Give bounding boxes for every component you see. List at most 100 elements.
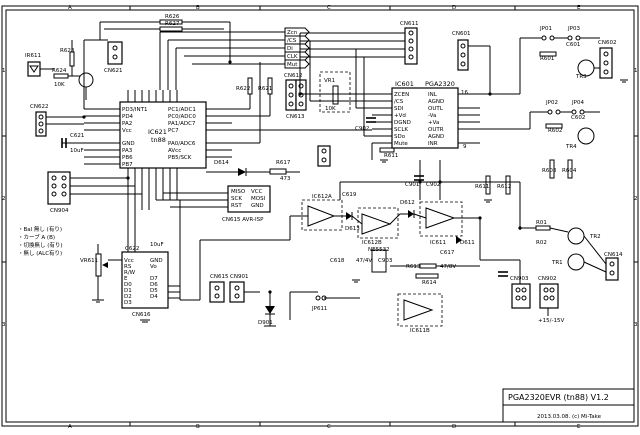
c615-label: C619	[342, 192, 357, 198]
power-section: CN902 CN903 +15/-15V	[498, 271, 564, 324]
jumper-notes: ・Bal 無し (有り) ・カーブ A (B) ・切換無し (有り) ・無し (…	[18, 225, 63, 257]
ic621-pin-r2: PA1/ADC7	[168, 121, 196, 127]
lcd-pin-l7: D3	[124, 300, 132, 306]
d611-label: D611	[460, 240, 475, 246]
c619-label: C902	[355, 126, 369, 132]
c601-label: C601	[566, 42, 580, 48]
ic612b-label: IC612B	[362, 240, 382, 246]
cn602-ref: CN602	[598, 40, 616, 46]
ic612a-label: IC612A	[312, 194, 332, 200]
output-stage: R01 R02 TR2 TR1 CN614	[520, 220, 623, 281]
isp-pin-miso: MISO	[231, 189, 246, 195]
ic601-pin-l7: Mute	[394, 141, 408, 147]
d613-label: D613	[345, 226, 360, 232]
lcd-pin-l6: D2	[124, 294, 132, 300]
lcd-pin-l0: Vcc	[124, 258, 134, 264]
jumper-note-3: ・無し (ALC有り)	[18, 249, 62, 257]
ic601-pin-r6: AGND	[428, 134, 444, 140]
jp02-label: JP02	[545, 100, 558, 106]
inner-frame	[5, 9, 635, 423]
vr1-label: VR1	[324, 78, 335, 84]
ic601-part: PGA2320	[425, 80, 455, 88]
tr2-label: TR2	[589, 234, 601, 240]
tr4-label: TR4	[565, 144, 577, 150]
d901-label: D901	[258, 320, 273, 326]
ic601-pin-l4: DGND	[394, 120, 411, 126]
isp-ref: CN615 AVR-ISP	[222, 217, 264, 223]
ic621-pin-r6: PB5/SCK	[168, 155, 192, 161]
bus-label-di: Di	[287, 46, 293, 52]
bus-label-cs: /CS	[287, 38, 297, 44]
date-text: 2013.03.08. (c) Mi-Take	[537, 414, 602, 420]
lcd-pin-l3: E	[124, 276, 128, 282]
ic601-pin-r4: +Va	[428, 120, 439, 126]
ic621-pin-r1: PC0/ADC0	[168, 114, 196, 120]
ic601-pin-r0: INL	[428, 92, 438, 98]
ic621-part: tn88	[151, 136, 166, 144]
ic621-pin-l4: GND	[122, 141, 135, 147]
cn616-ref: CN616	[132, 312, 151, 318]
d614-r617: D614 R617 473	[206, 160, 300, 182]
lcd-pin-l2: R/W	[124, 270, 136, 276]
col-marker-a: A	[68, 5, 72, 11]
c614-label: C618	[330, 258, 345, 264]
title-text: PGA2320EVR (tn88) V1.2	[508, 393, 609, 402]
row-marker-2: 2	[2, 196, 6, 202]
r623-label: R623	[60, 48, 75, 54]
row-marker-1: 1	[2, 68, 6, 74]
cn613-ref: CN613	[286, 114, 305, 120]
lcd-pin-l5: D1	[124, 288, 132, 294]
cn622-ref: CN622	[30, 104, 48, 110]
col-marker-d: D	[452, 5, 456, 11]
r613-r614: R613 47/8V R614	[390, 263, 480, 286]
row-markers: 1 2 3 1 2 3	[2, 68, 638, 328]
r02-label: R02	[536, 240, 547, 246]
cn614-ref: CN614	[604, 252, 623, 258]
jp611-label: CN904	[50, 208, 69, 214]
jumper-note-0: ・Bal 無し (有り)	[18, 225, 62, 233]
ic601-pin-r3: -Va	[428, 113, 436, 119]
ic601-pin16: 16	[461, 90, 468, 96]
ic601-pin-r5: OUTR	[428, 127, 444, 133]
r626-r627: R626 R627	[100, 14, 231, 62]
ic621-pin-r0: PC1/ADC1	[168, 107, 196, 113]
cn601-connector: CN601	[452, 31, 491, 94]
r611-label: R611	[475, 184, 489, 190]
ic601-pin-l1: /CS	[394, 99, 404, 105]
cn615-avr-isp: MISO VCC SCK MOSI RST GND CN615 AVR-ISP	[156, 185, 271, 223]
r61x-value: 47/4V	[356, 258, 372, 264]
col-marker-b: B	[196, 5, 200, 11]
c613-label: C617	[440, 250, 455, 256]
r01-label: R01	[536, 220, 547, 226]
r602-label: R602	[548, 128, 562, 134]
cn601-ref: CN601	[452, 31, 470, 37]
bus-label-clk: CLK	[287, 54, 298, 60]
d612-label: D612	[400, 200, 415, 206]
interconnect-wires	[62, 22, 521, 301]
jp03-label: JP03	[567, 26, 580, 32]
ic601-pga2320: IC601 PGA2320 ZCEN /CS SDI +Vd DGND SCLK…	[372, 80, 480, 150]
r617-value: 473	[280, 176, 291, 182]
c602-label: C602	[571, 115, 585, 121]
r603-label: R603	[542, 168, 557, 174]
ic601-pin-l5: SCLK	[394, 127, 408, 133]
c622-value: 10uF	[150, 242, 164, 248]
column-markers: A B C D E A B C D E	[68, 5, 581, 430]
output-top: JP01 JP03 C601 R601 TR3 CN602	[480, 26, 616, 95]
cn611-ref: CN611	[400, 21, 418, 27]
bus-label-mut: Mut	[287, 62, 298, 68]
c616-label: C901	[405, 182, 419, 188]
bus-label-zcn: Zcn	[287, 30, 298, 36]
row-marker-3: 3	[2, 322, 6, 328]
ic601-pin-l0: ZCEN	[394, 92, 409, 98]
ic611-label: IC611	[430, 240, 446, 246]
col-marker-a-bottom: A	[68, 424, 72, 430]
cn614-mid	[317, 145, 331, 167]
cn903-ref: CN902	[538, 276, 556, 282]
row-marker-2-right: 2	[634, 196, 638, 202]
ic601-pin-r7: INR	[428, 141, 438, 147]
ic621-pin-r4: PA0/ADC6	[168, 141, 196, 147]
jp611-header: CN904	[47, 171, 71, 214]
jumper-note-2: ・切換無し (有り)	[18, 241, 63, 249]
